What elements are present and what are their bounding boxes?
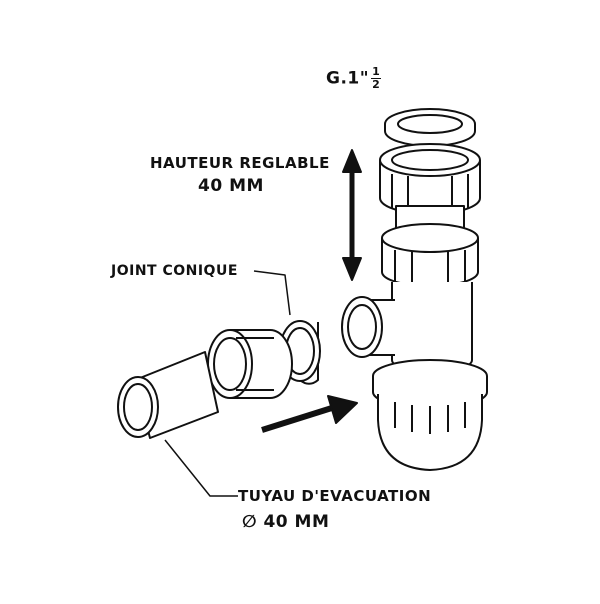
thread-size-text: G.1" xyxy=(326,68,370,89)
thread-fraction-numerator: 1 xyxy=(371,65,382,79)
thread-fraction-denominator: 2 xyxy=(372,78,381,91)
pipe-leader-line xyxy=(164,439,238,497)
pipe-nut xyxy=(207,329,293,399)
lower-collar-nut xyxy=(381,223,479,287)
evacuation-pipe xyxy=(117,351,219,439)
height-double-arrow xyxy=(342,149,362,281)
assembly-arrow xyxy=(261,395,358,433)
siphon-body xyxy=(341,282,473,373)
pipe-title-label: TUYAU D'EVACUATION xyxy=(238,487,432,505)
top-flat-seal xyxy=(384,108,476,147)
upper-nut xyxy=(379,143,481,215)
bottle-cup xyxy=(372,359,488,471)
height-value-label: 40 MM xyxy=(198,176,264,196)
leader-lines xyxy=(164,270,291,497)
height-title-label: HAUTEUR REGLABLE xyxy=(150,154,330,172)
joint-label: JOINT CONIQUE xyxy=(111,263,238,279)
joint-leader-line xyxy=(253,270,291,316)
pipe-diameter-label: ∅ 40 MM xyxy=(242,512,330,532)
